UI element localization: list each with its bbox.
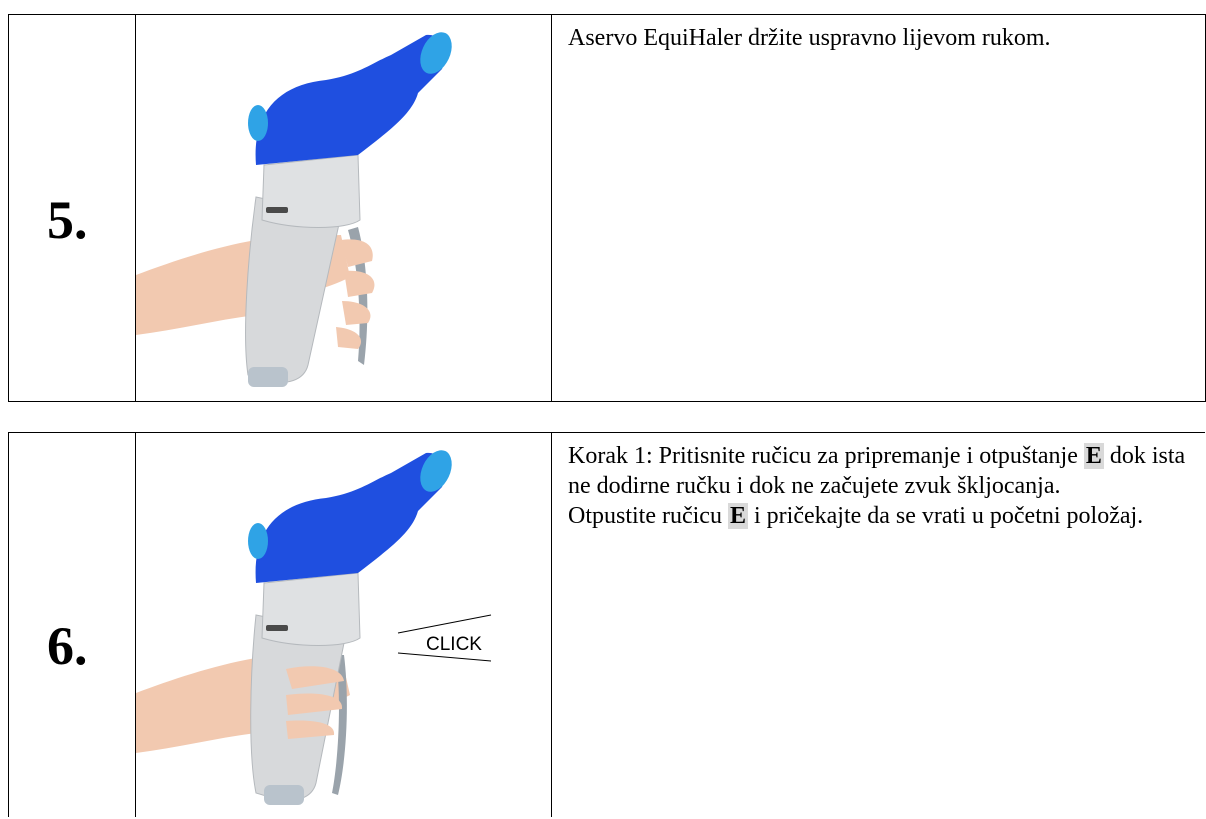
step-6-p1-text-before: Korak 1: Pritisnite ručicu za pripremanj… bbox=[568, 443, 1084, 469]
inhaler-blue-top bbox=[255, 452, 446, 583]
inhaler-base-cap bbox=[264, 785, 304, 805]
dose-button bbox=[248, 105, 268, 141]
step-5-text-cell: Aservo EquiHaler držite uspravno lijevom… bbox=[551, 14, 1206, 402]
step-5-number: 5. bbox=[47, 190, 88, 250]
click-label: CLICK bbox=[426, 634, 482, 655]
inhaler-base-cap bbox=[248, 367, 288, 387]
step-5-instruction-text: Aservo EquiHaler držite uspravno lijevom… bbox=[568, 25, 1051, 51]
window-slot bbox=[266, 207, 288, 213]
step-5-image-cell bbox=[135, 14, 552, 402]
mouthpiece bbox=[420, 450, 452, 492]
lever-e bbox=[332, 655, 347, 795]
lever-e-reference: E bbox=[727, 503, 748, 529]
dose-button bbox=[248, 523, 268, 559]
step-6-number: 6. bbox=[47, 616, 88, 676]
step-5-row: 5. bbox=[8, 14, 1206, 402]
step-6-table: 6. C bbox=[8, 432, 1205, 817]
inhaler-grip bbox=[245, 196, 342, 383]
click-line-top bbox=[397, 614, 492, 634]
window-slot bbox=[266, 625, 288, 631]
step-6-p1-text-after: dok ista ne dodirne ručku i dok ne začuj… bbox=[568, 443, 1186, 499]
step-5-number-cell: 5. bbox=[8, 14, 136, 402]
inhaler-body bbox=[261, 572, 361, 646]
step-6-instruction-paragraph-1: Korak 1: Pritisnite ručicu za pripremanj… bbox=[568, 441, 1197, 501]
lever-e-reference: E bbox=[1083, 443, 1104, 469]
step-6-p2-text-before: Otpustite ručicu bbox=[568, 503, 728, 529]
step-6-p2-text-after: i pričekajte da se vrati u početni polož… bbox=[747, 503, 1144, 529]
step-6-text-cell: Korak 1: Pritisnite ručicu za pripremanj… bbox=[551, 432, 1205, 817]
mouthpiece bbox=[420, 32, 452, 74]
step-6-row: 6. C bbox=[8, 432, 1205, 817]
step-5-table: 5. bbox=[8, 14, 1206, 402]
inhaler-body bbox=[261, 154, 361, 228]
step-6-instructions: Korak 1: Pritisnite ručicu za pripremanj… bbox=[568, 441, 1197, 531]
step-5-instructions: Aservo EquiHaler držite uspravno lijevom… bbox=[568, 23, 1197, 53]
inhaler-held-upright-illustration bbox=[136, 32, 452, 387]
click-line-bottom bbox=[397, 652, 492, 662]
inhaler-lever-press-illustration: CLICK bbox=[136, 450, 492, 805]
inhaler-blue-top bbox=[255, 34, 446, 166]
fingers bbox=[336, 239, 375, 349]
step-6-number-cell: 6. bbox=[8, 432, 136, 817]
step-6-instruction-paragraph-2: Otpustite ručicu E i pričekajte da se vr… bbox=[568, 501, 1197, 531]
fingers bbox=[286, 666, 344, 739]
step-6-image-cell: CLICK bbox=[135, 432, 552, 817]
